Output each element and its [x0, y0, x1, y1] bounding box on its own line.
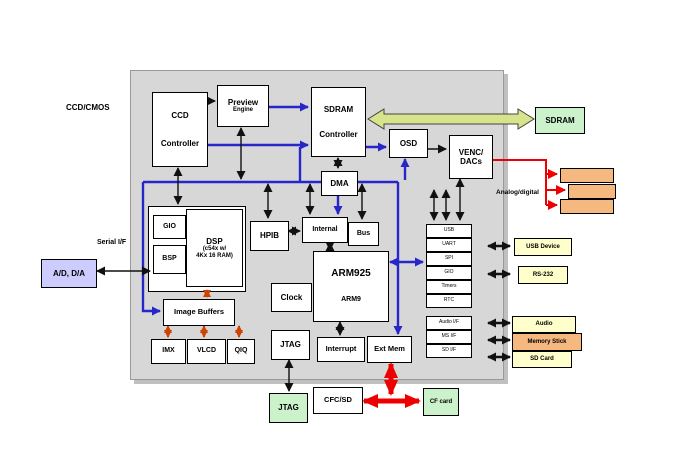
periph-sd-block: SD I/F: [426, 344, 472, 358]
vlcd-label: VLCD: [196, 347, 217, 355]
sdram-external-label: SDRAM: [545, 115, 575, 125]
gio-block: GIO: [153, 215, 186, 239]
periph-rtc-block: RTC: [426, 294, 472, 308]
preview-engine-block: Preview Engine: [217, 85, 269, 127]
cf-card-block: CF card: [423, 388, 459, 416]
bsp-label: BSP: [162, 255, 177, 263]
sdram-controller-line1: SDRAM: [323, 104, 354, 114]
arm925-block: ARM925 ARM9: [313, 251, 389, 322]
osd-block: OSD: [389, 129, 428, 158]
periph-spi-label: SPI: [444, 255, 454, 262]
rs232-label: RS-232: [532, 271, 554, 278]
bus-label: Bus: [356, 229, 371, 237]
imx-block: IMX: [151, 339, 186, 364]
cfc-block: CFC/SD: [313, 387, 363, 414]
hpib-label: HPIB: [259, 231, 280, 241]
qiq-block: QIQ: [227, 339, 255, 364]
audio-block: Audio: [512, 316, 576, 333]
jtag-external-block: JTAG: [269, 393, 308, 423]
ext-mem-label: Ext Mem: [374, 344, 405, 354]
osd-label: OSD: [399, 138, 418, 148]
dma-label: DMA: [330, 178, 349, 188]
cf-card-label: CF card: [429, 398, 453, 405]
audio-label: Audio: [535, 321, 553, 328]
dsp-block: DSP (c54x w/ 4Kx 16 RAM): [186, 209, 243, 287]
serial-if-label: Serial I/F: [97, 239, 127, 246]
venc-dac-line2: DACs: [460, 157, 482, 166]
dma-block: DMA: [321, 171, 358, 196]
arm925-line2: ARM9: [341, 296, 361, 304]
dsp-line1: DSP: [206, 236, 223, 246]
bsp-block: BSP: [153, 245, 186, 274]
bus-block: Bus: [348, 222, 379, 246]
preview-line2: Engine: [232, 107, 253, 114]
periph-uart-block: UART: [426, 238, 472, 252]
periph-uart-label: UART: [442, 241, 456, 248]
periph-timers-block: Timers: [426, 280, 472, 294]
periph-usb-label: USB: [443, 227, 455, 234]
usb-device-block: USB Device: [514, 238, 572, 256]
periph-rtc-label: RTC: [443, 297, 455, 304]
clock-block: Clock: [271, 283, 312, 312]
usb-device-label: USB Device: [526, 243, 560, 250]
cfc-label: CFC/SD: [324, 395, 352, 405]
analog-digital-label: Analog/digital: [496, 189, 539, 196]
ext-mem-block: Ext Mem: [367, 336, 412, 363]
periph-audio-block: Audio I/F: [426, 316, 472, 330]
vlcd-block: VLCD: [187, 339, 226, 364]
periph-gio-label: GIO: [444, 269, 454, 276]
image-buffers-label: Image Buffers: [173, 307, 224, 317]
sdram-external-block: SDRAM: [535, 107, 585, 134]
interrupt-label: Interrupt: [325, 344, 357, 354]
ad-da-block: A/D, D/A: [41, 259, 97, 288]
sd-card-label: SD Card: [530, 356, 554, 363]
video-out-bar-2: [568, 184, 616, 199]
venc-dac-line1: VENC/: [458, 147, 484, 157]
periph-sd-label: SD I/F: [441, 347, 457, 354]
venc-dac-block: VENC/ DACs: [449, 135, 493, 179]
dsp-line2: (c54x w/: [202, 245, 227, 252]
image-buffers-block: Image Buffers: [163, 299, 235, 326]
dsp-line3: 4Kx 16 RAM): [196, 252, 233, 259]
jtag-external-label: JTAG: [278, 403, 299, 413]
video-out-bar-1: [560, 168, 614, 183]
sdram-controller-block: SDRAM Controller: [311, 87, 366, 157]
gio-label: GIO: [163, 222, 176, 230]
rs232-block: RS-232: [518, 266, 568, 284]
ccd-controller-line2: Controller: [160, 138, 200, 148]
sd-card-block: SD Card: [512, 351, 572, 368]
internal-label: Internal: [312, 225, 338, 233]
jtag-internal-block: JTAG: [271, 330, 310, 360]
internal-bus-block: Internal: [302, 217, 348, 243]
ccd-controller-block: CCD Controller: [152, 92, 208, 167]
sdram-controller-line2: Controller: [319, 130, 358, 140]
periph-spi-block: SPI: [426, 252, 472, 266]
ccd-cmos-label: CCD/CMOS: [66, 103, 110, 112]
periph-usb-block: USB: [426, 224, 472, 238]
periph-gio-block: GIO: [426, 266, 472, 280]
qiq-label: QIQ: [234, 347, 248, 355]
periph-ms-label: MS I/F: [441, 333, 457, 340]
interrupt-block: Interrupt: [317, 337, 365, 362]
periph-audio-label: Audio I/F: [438, 319, 459, 326]
video-out-bar-3: [560, 199, 614, 214]
imx-label: IMX: [162, 347, 175, 355]
periph-timers-label: Timers: [441, 283, 457, 290]
arm925-line1: ARM925: [331, 268, 371, 280]
memory-stick-label: Memory Stick: [527, 338, 567, 345]
clock-label: Clock: [280, 292, 303, 302]
periph-ms-block: MS I/F: [426, 330, 472, 344]
hpib-block: HPIB: [250, 221, 289, 251]
ad-da-label: A/D, D/A: [53, 268, 85, 278]
ccd-controller-line1: CCD: [171, 111, 189, 121]
jtag-internal-label: JTAG: [280, 340, 301, 350]
memory-stick-block: Memory Stick: [512, 333, 582, 351]
preview-line1: Preview: [227, 97, 259, 107]
